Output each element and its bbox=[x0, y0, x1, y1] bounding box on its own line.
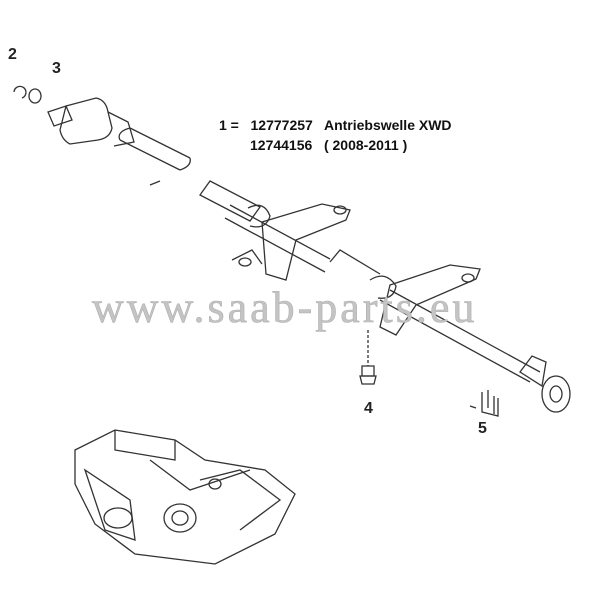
clip-5 bbox=[469, 390, 499, 417]
front-shaft bbox=[47, 97, 191, 186]
callout-3: 3 bbox=[52, 60, 61, 77]
legend-line-1: 1 = 12777257 Antriebswelle XWD bbox=[219, 117, 452, 133]
middle-shaft bbox=[199, 180, 351, 281]
circlip-3 bbox=[28, 88, 42, 104]
bolt-4 bbox=[359, 330, 377, 385]
watermark: www.saab-parts.eu bbox=[92, 283, 478, 333]
callout-4: 4 bbox=[364, 400, 373, 417]
callout-5: 5 bbox=[478, 420, 487, 437]
circlip-2 bbox=[13, 85, 27, 99]
rear-differential bbox=[74, 429, 296, 565]
legend-line-2: 12744156 ( 2008-2011 ) bbox=[250, 137, 408, 153]
callout-2: 2 bbox=[8, 46, 17, 63]
rear-shaft bbox=[329, 249, 571, 413]
